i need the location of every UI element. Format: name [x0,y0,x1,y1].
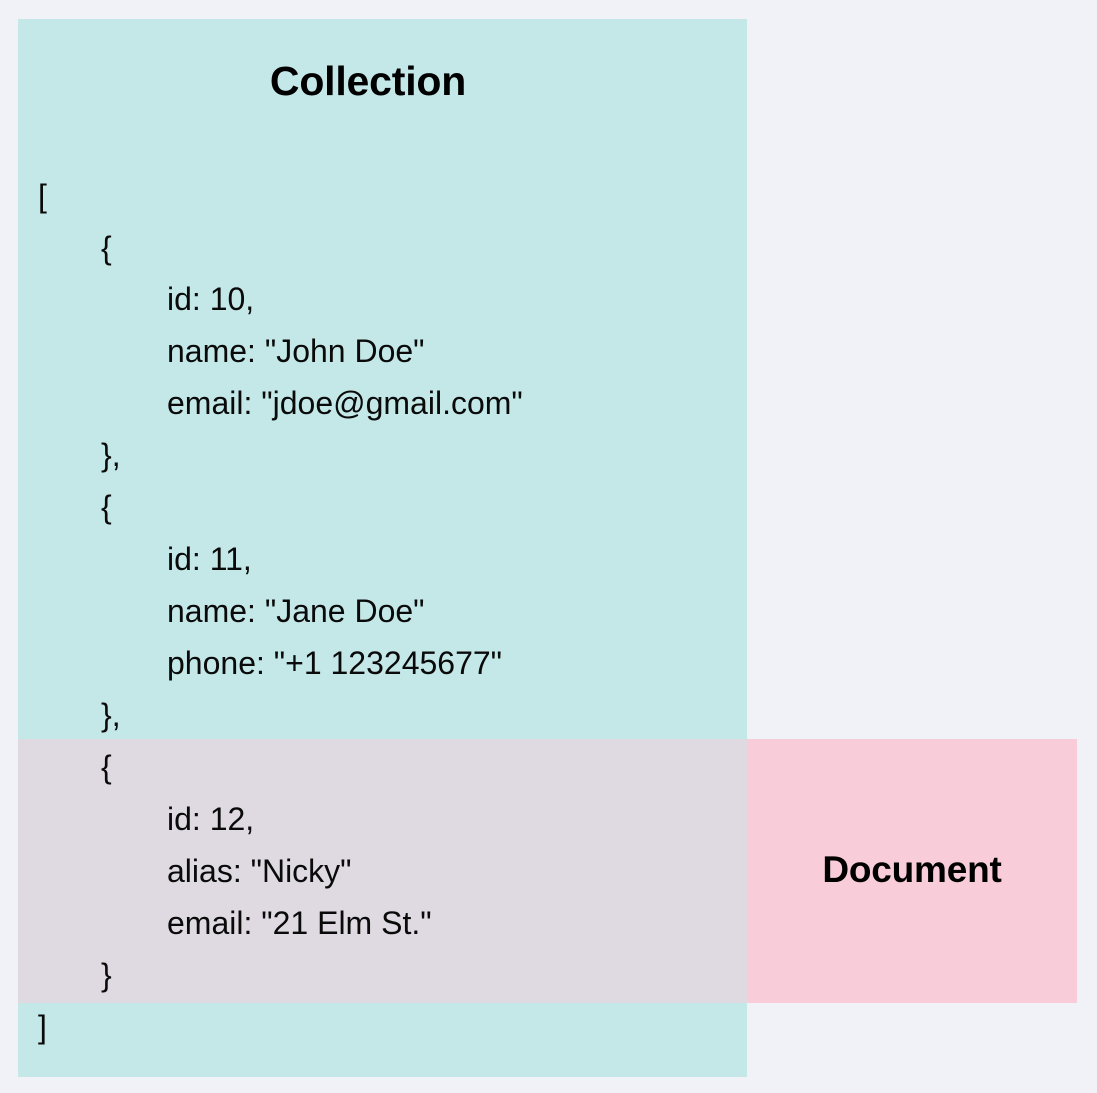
document-box [747,739,1077,1003]
document-title: Document [822,849,1002,890]
collection-title: Collection [269,58,467,104]
collection-document-overlap-band [18,739,747,1003]
